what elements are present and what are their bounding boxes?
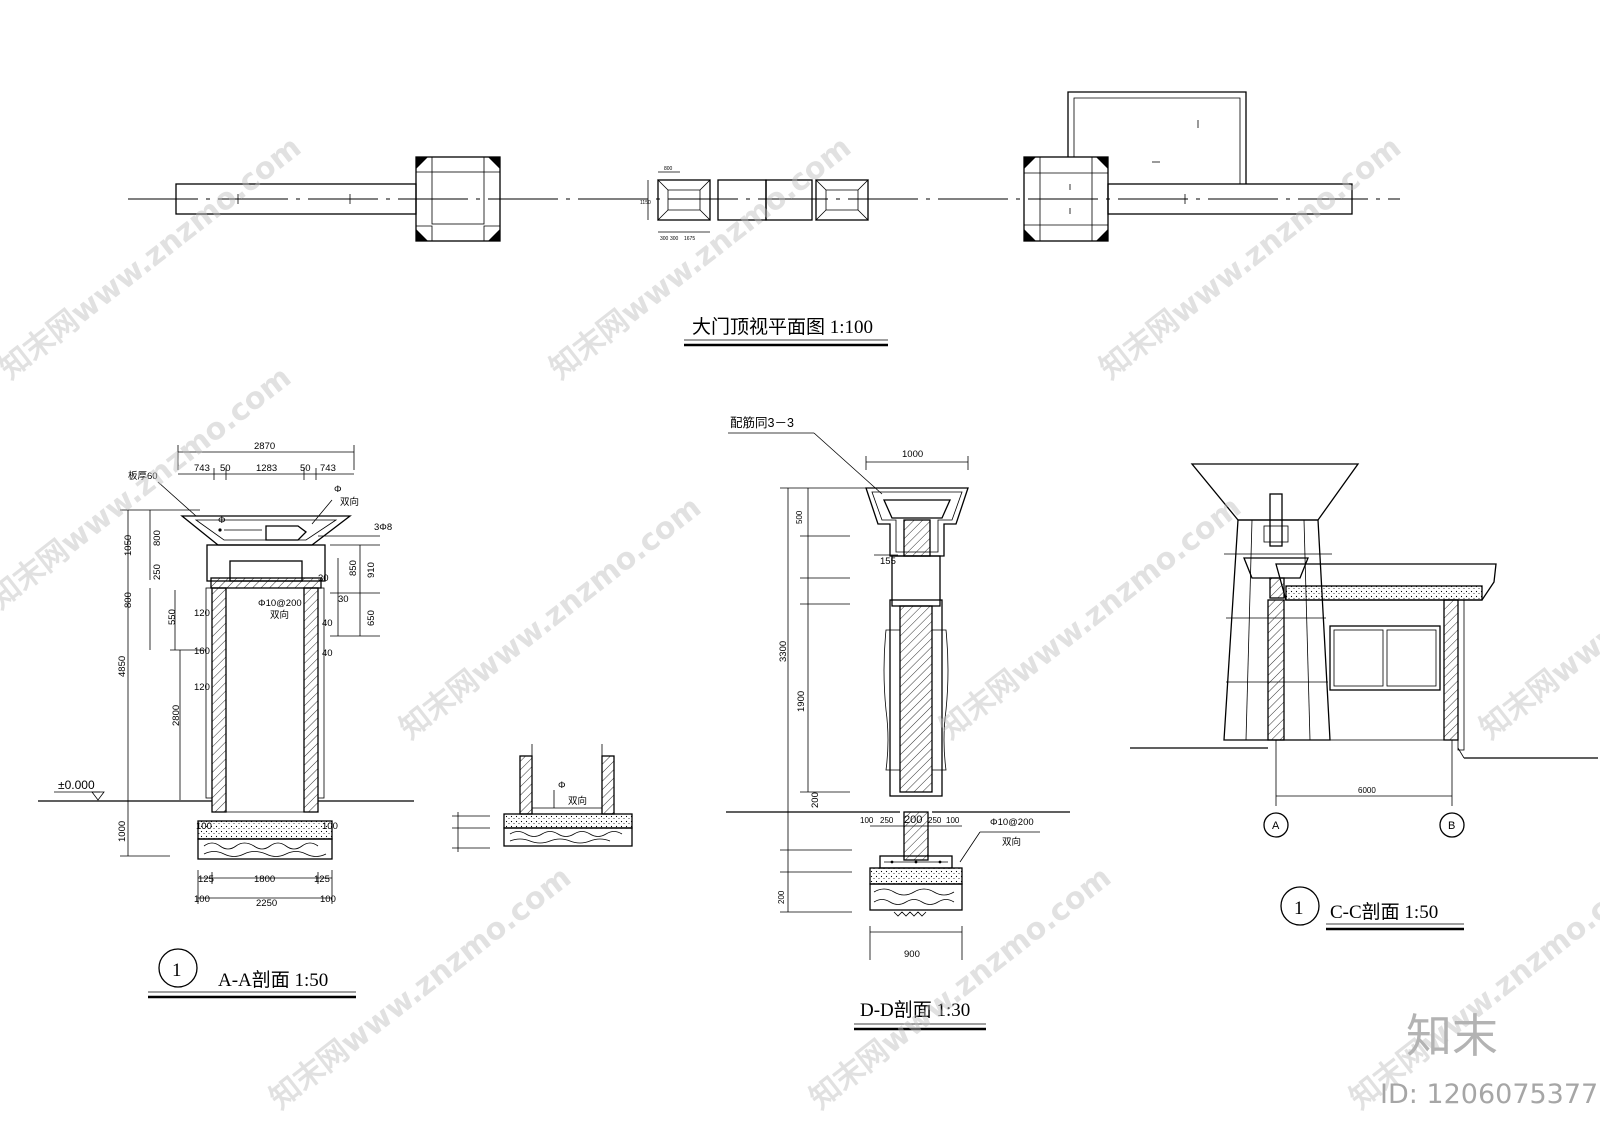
phi-label-a: Φ xyxy=(218,515,226,526)
plan-dim-1150: 1150 xyxy=(640,200,651,206)
watermark-1: 知末网www.znzmo.com xyxy=(0,130,308,387)
dim-1000: 1000 xyxy=(117,821,128,842)
brand-logo: 知末 xyxy=(1406,1009,1498,1063)
dd-rebar-note: 配筋同3－3 xyxy=(730,415,794,430)
section-aa: 2870 743 50 1283 50 743 板厚60 Φ Φ 双向 3Φ8 xyxy=(38,441,414,909)
dim-2870: 2870 xyxy=(254,441,275,452)
section-cc-title: C-C剖面 1:50 xyxy=(1330,901,1438,923)
plan-title: 大门顶视平面图 1:100 xyxy=(692,316,873,338)
dim-160: 160 xyxy=(194,646,210,657)
plan-dim-800: 800 xyxy=(664,166,673,172)
section-cc-marker xyxy=(1280,886,1320,926)
dd-rebar: Φ10@200 xyxy=(990,817,1034,828)
dim-800-mid: 800 xyxy=(123,592,134,608)
detail-phi: Φ xyxy=(558,780,566,791)
watermark-6: 知末网www.znzmo.com xyxy=(933,490,1248,747)
dd-bidirection: 双向 xyxy=(1002,836,1021,848)
foot-100-right: 100 xyxy=(322,821,338,832)
dd-b-250-right: 250 xyxy=(928,816,942,825)
dd-155: 155 xyxy=(880,556,896,567)
dim-50-right: 50 xyxy=(300,463,311,474)
watermark-3: 知末网www.znzmo.com xyxy=(1093,130,1408,387)
dim-850: 850 xyxy=(348,560,359,576)
bidirection-top: 双向 xyxy=(340,496,359,508)
dim-4850: 4850 xyxy=(117,656,128,677)
rebar-3phi8: 3Φ8 xyxy=(374,522,392,533)
dd-left-200-b: 200 xyxy=(777,890,786,904)
section-dd: 配筋同3－3 1000 155 10 xyxy=(726,415,1070,960)
dim-125-right: 125 xyxy=(314,874,330,885)
dim-100-bottom-left: 100 xyxy=(194,894,210,905)
plan-dim-1675: 1675 xyxy=(684,236,695,242)
watermark-10: 知末网www.znzmo.com xyxy=(1343,860,1600,1117)
rebar-mid-label: Φ10@200 xyxy=(258,598,302,609)
dim-125-left: 125 xyxy=(198,874,214,885)
dd-bottom-900: 900 xyxy=(904,949,920,960)
dim-2800: 2800 xyxy=(171,705,182,726)
image-id: ID: 1206075377 xyxy=(1380,1079,1598,1110)
watermark-9: 知末网www.znzmo.com xyxy=(803,860,1118,1117)
dim-550: 550 xyxy=(167,609,178,625)
bidirection-mid: 双向 xyxy=(270,609,289,621)
dim-800-top: 800 xyxy=(152,530,163,546)
axis-b-marker xyxy=(1439,812,1465,838)
section-cc: 6000 A B xyxy=(1130,463,1598,838)
dd-left-3300: 3300 xyxy=(778,641,789,662)
gate-top-plan: 800 1150 300 300 1675 xyxy=(128,91,1400,242)
section-aa-marker-number: 1 xyxy=(172,960,182,981)
axis-a-label: A xyxy=(1272,820,1280,832)
dd-left-200-a: 200 xyxy=(810,792,821,808)
dd-left-500: 500 xyxy=(795,510,804,524)
dim-743-right: 743 xyxy=(320,463,336,474)
dim-743-left: 743 xyxy=(194,463,210,474)
dim-30-b: 30 xyxy=(338,594,349,605)
watermark-5: 知末网www.znzmo.com xyxy=(393,490,708,747)
watermark-layer: 知末网www.znzmo.com 知末网www.znzmo.com 知末网www… xyxy=(0,130,1600,1117)
level-mark: ±0.000 xyxy=(58,778,95,792)
dim-650: 650 xyxy=(366,610,377,626)
watermark-7: 知末网www.znzmo.com xyxy=(1473,490,1600,747)
footing-detail: Φ 双向 xyxy=(452,744,633,852)
phi-label-b: Φ xyxy=(334,484,342,495)
section-dd-title: D-D剖面 1:30 xyxy=(860,999,970,1021)
axis-a-marker xyxy=(1263,812,1289,838)
dim-250: 250 xyxy=(152,564,163,580)
dim-1800: 1800 xyxy=(254,874,275,885)
dd-left-1900: 1900 xyxy=(796,691,807,712)
dim-40-b: 40 xyxy=(322,648,333,659)
dim-910: 910 xyxy=(366,562,377,578)
plan-dim-300b: 300 xyxy=(670,236,679,242)
section-cc-marker-number: 1 xyxy=(1294,898,1304,919)
watermark-2: 知末网www.znzmo.com xyxy=(543,130,858,387)
dd-top-1000: 1000 xyxy=(902,449,923,460)
dim-1050: 1050 xyxy=(123,535,134,556)
cc-span-6000: 6000 xyxy=(1358,786,1376,795)
plan-dim-300a: 300 xyxy=(660,236,669,242)
dim-40-a: 40 xyxy=(322,618,333,629)
dim-2250: 2250 xyxy=(256,898,277,909)
dim-50-left: 50 xyxy=(220,463,231,474)
dim-100-bottom-right: 100 xyxy=(320,894,336,905)
axis-b-label: B xyxy=(1448,820,1455,832)
slab-thickness-note: 板厚60 xyxy=(128,470,158,482)
section-aa-title: A-A剖面 1:50 xyxy=(218,969,328,991)
foot-100-left: 100 xyxy=(196,821,212,832)
dd-b-250-left: 250 xyxy=(880,816,894,825)
section-aa-marker xyxy=(158,948,198,988)
dd-b-100-left: 100 xyxy=(860,816,874,825)
dim-120-a: 120 xyxy=(194,608,210,619)
detail-bidirection: 双向 xyxy=(568,795,587,807)
dim-30-a: 30 xyxy=(318,573,329,584)
dd-b-100-right: 100 xyxy=(946,816,960,825)
dim-1283: 1283 xyxy=(256,463,277,474)
dd-b-200: 200 xyxy=(904,814,922,826)
dim-120-b: 120 xyxy=(194,682,210,693)
